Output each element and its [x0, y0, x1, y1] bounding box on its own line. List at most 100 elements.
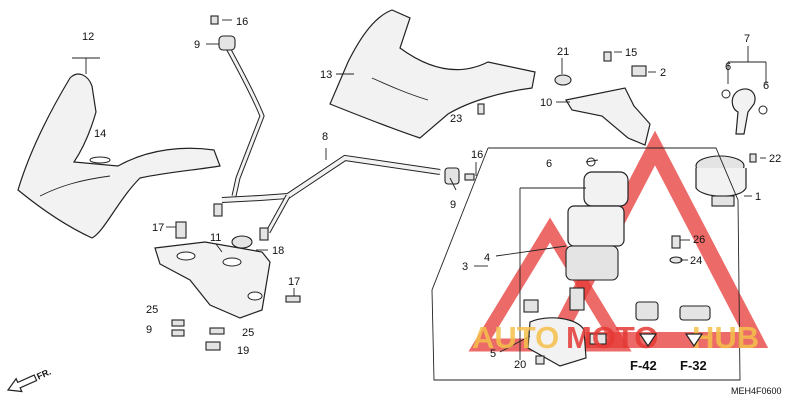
- callout-24: 24: [690, 255, 702, 267]
- ref-f32: F-32: [680, 358, 707, 373]
- callout-25: 25: [242, 327, 254, 339]
- connector-f42: [635, 301, 659, 321]
- handlebar-bolt-right: [259, 227, 269, 241]
- ref-f42: F-42: [630, 358, 657, 373]
- clip-2: [631, 65, 647, 77]
- callout-22: 22: [769, 153, 781, 165]
- top-bridge-part: [154, 221, 301, 351]
- cover-edge-line: [39, 175, 111, 197]
- callout-10: 10: [540, 97, 552, 109]
- watermark-auto: AUTO: [472, 320, 559, 355]
- callout-13: 13: [320, 69, 332, 81]
- screw-26: [671, 235, 681, 249]
- callout-9: 9: [146, 324, 152, 336]
- washer-25-right: [209, 327, 225, 335]
- callout-8: 8: [322, 131, 328, 143]
- bridge-nut: [231, 235, 253, 249]
- top-cable-part: [210, 15, 265, 197]
- assembly-frame: [431, 147, 741, 381]
- callout-16: 16: [471, 149, 483, 161]
- washer-21: [554, 74, 572, 86]
- upper-screw: [210, 15, 219, 25]
- ignition-switch-part: [523, 157, 711, 367]
- watermark-text: AUTO MOTO HUB: [472, 320, 759, 355]
- callout-21: 21: [557, 46, 569, 58]
- ignition-cap-body: [695, 168, 747, 197]
- switch-spring: [569, 287, 585, 311]
- callout-17: 17: [152, 222, 164, 234]
- lead-6: [585, 159, 599, 163]
- handlebar-cover-shape: [17, 73, 221, 239]
- cover-emblem: [89, 156, 111, 164]
- key-ring-left: [721, 89, 731, 99]
- switch-upper-body: [583, 171, 629, 207]
- callout-12: 12: [82, 31, 94, 43]
- meter-panel-part: [329, 9, 536, 139]
- handlebar-end-screw: [464, 173, 475, 181]
- key-set-part: [721, 88, 768, 135]
- upper-tube-outline: [225, 46, 265, 197]
- bridge-hole-left: [176, 251, 196, 261]
- callout-6: 6: [763, 80, 769, 92]
- panel-screw: [477, 103, 485, 115]
- ref-arrow-f42: [638, 333, 658, 348]
- lead-4: [495, 245, 567, 257]
- lead-9b: [449, 177, 457, 191]
- switch-connector: [589, 333, 607, 345]
- screw-20: [535, 355, 545, 365]
- handlebar-tube-outline: [221, 154, 441, 203]
- callout-9: 9: [450, 199, 456, 211]
- callout-6: 6: [546, 158, 552, 170]
- ignition-cap-tab: [711, 195, 735, 207]
- panel-edge-line: [371, 77, 429, 101]
- callout-15: 15: [625, 47, 637, 59]
- callout-labels: 12 14 16 9 13 23 8 16 9 17 11 18 17 25 9…: [82, 16, 781, 371]
- reference-markers: F-42 F-32: [630, 333, 707, 373]
- washer-25-left: [171, 319, 185, 327]
- ignition-cover-part: [695, 153, 757, 207]
- callout-3: 3: [462, 261, 468, 273]
- callout-9: 9: [194, 39, 200, 51]
- callout-11: 11: [210, 232, 221, 244]
- screw-22: [749, 153, 757, 163]
- callout-19: 19: [237, 345, 249, 357]
- handlebar-bolt-left: [213, 203, 223, 217]
- handlebar-part: [213, 154, 475, 241]
- direction-label: FR.: [35, 367, 52, 382]
- direction-arrow-shape: [6, 374, 38, 393]
- meter-panel-shape: [329, 9, 536, 139]
- callout-16: 16: [236, 16, 248, 28]
- drawing-code: MEH4F0600: [731, 386, 782, 396]
- bridge-side-bolt: [285, 295, 301, 303]
- callout-18: 18: [272, 245, 284, 257]
- lead-12: [72, 57, 100, 74]
- watermark-hub: HUB: [692, 320, 759, 355]
- switch-lower-body: [565, 245, 619, 281]
- callout-7: 7: [744, 33, 750, 45]
- callout-1: 1: [755, 191, 761, 203]
- upper-bushing: [218, 35, 236, 51]
- switch-mid-body: [567, 205, 625, 247]
- callout-4: 4: [484, 252, 490, 264]
- bracket-shape: [565, 87, 651, 146]
- handlebar-leg-fill: [266, 195, 290, 233]
- callout-26: 26: [693, 234, 705, 246]
- handlebar-cover-part: [17, 73, 221, 239]
- front-direction-arrow: FR.: [6, 367, 53, 393]
- ref-arrow-f32: [684, 333, 704, 348]
- key-ring-right: [758, 105, 768, 115]
- upper-tube-fill: [226, 47, 264, 197]
- bracket-part: [554, 51, 651, 146]
- callout-5: 5: [490, 348, 496, 360]
- callout-14: 14: [94, 128, 106, 140]
- lead-11: [215, 243, 223, 253]
- switch-clip: [523, 299, 539, 313]
- screw-15: [603, 51, 612, 62]
- leader-lines: [72, 19, 767, 296]
- bridge-hole-mid: [222, 257, 242, 267]
- lead-7: [727, 46, 767, 84]
- clip-19: [205, 341, 221, 351]
- top-bridge-shape: [154, 241, 271, 319]
